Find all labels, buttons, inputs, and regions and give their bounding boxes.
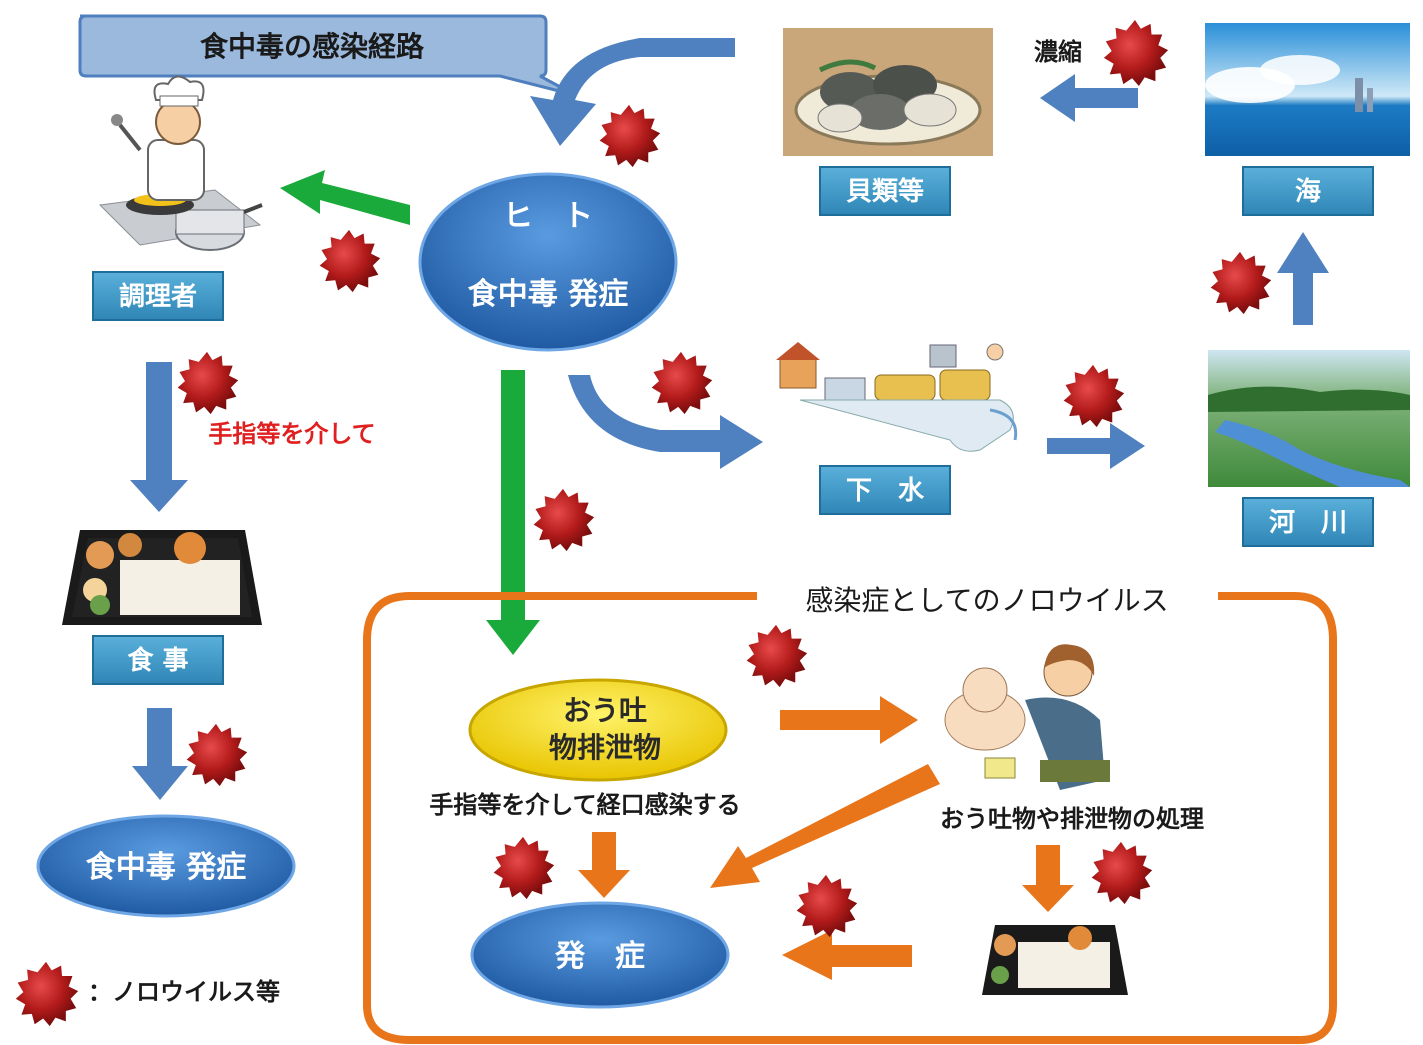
arrow-human-to-sewage: [568, 375, 763, 469]
caregiver-baby-illustration: [944, 644, 1110, 790]
vomit-label-line2: 物排泄物: [549, 731, 661, 764]
diagram-title: 食中毒の感染経路: [200, 30, 425, 63]
arrow-human-to-vomit: [486, 370, 540, 655]
legend-label: ：ノロウイルス等: [88, 978, 280, 1006]
norovirus-icon: [1063, 364, 1125, 428]
human-node: ヒ ト 食中毒 発症: [418, 172, 678, 352]
label-box-river: 河 川: [1242, 497, 1374, 547]
vomit-label-line1: おう吐: [563, 694, 647, 727]
arrow-river-to-sea: [1277, 232, 1329, 325]
bento-box-small-illustration: [982, 925, 1128, 995]
river-photo: [1208, 350, 1410, 487]
via-fingers-label: 手指等を介して: [208, 420, 375, 448]
svg-text:貝類等: 貝類等: [846, 176, 924, 207]
norovirus-icon: [319, 229, 381, 293]
norovirus-icon: [533, 488, 595, 552]
arrow-vomit-to-onset: [578, 832, 630, 898]
arrow-meal-to-onset: [132, 708, 188, 800]
svg-text:海: 海: [1295, 177, 1321, 207]
norovirus-icon: [651, 351, 713, 415]
concentrate-label: 濃縮: [1034, 38, 1082, 66]
arrow-shellfish-to-human: [530, 38, 735, 146]
label-box-sea: 海: [1242, 166, 1374, 216]
arrow-cook-to-meal: [130, 362, 188, 512]
svg-text:食 事: 食 事: [127, 645, 188, 676]
bento-box-illustration: [62, 530, 262, 625]
arrow-bento-to-onset: [782, 930, 912, 980]
arrow-handling-to-bento: [1022, 845, 1074, 912]
shellfish-photo: [783, 28, 993, 156]
blue-arrows: [130, 38, 1329, 800]
arrow-sea-to-shellfish: [1040, 74, 1138, 122]
arrow-caregiver-to-onset: [710, 764, 940, 888]
label-box-sewage: 下 水: [819, 465, 951, 515]
norovirus-icon: [1091, 841, 1153, 905]
human-onset-label: 食中毒 発症: [468, 277, 628, 312]
food-poisoning-onset-label: 食中毒 発症: [86, 850, 246, 885]
sewage-plant-illustration: [776, 342, 1018, 452]
svg-text:調理者: 調理者: [119, 281, 197, 312]
norovirus-icon: [1103, 19, 1169, 87]
norovirus-icon: [493, 836, 555, 900]
norovirus-icon: [1210, 251, 1272, 315]
arrow-human-to-cook: [280, 170, 410, 225]
norovirus-icon: [746, 624, 808, 688]
label-box-meal: 食 事: [92, 635, 224, 685]
green-arrows: [280, 170, 540, 655]
onset-node: 発 症: [470, 901, 730, 1009]
orange-arrows: [578, 696, 1074, 980]
svg-text:河 川: 河 川: [1269, 508, 1347, 538]
norovirus-icon: [186, 723, 248, 787]
svg-text:下 水: 下 水: [846, 476, 925, 506]
legend-norovirus-icon: [15, 961, 79, 1027]
food-poisoning-onset-node: 食中毒 発症: [36, 814, 296, 918]
label-box-cook: 調理者: [92, 271, 224, 321]
chef-illustration: [98, 75, 263, 251]
vomit-handling-label: おう吐物や排泄物の処理: [940, 805, 1204, 833]
label-box-shellfish: 貝類等: [819, 166, 951, 216]
norovirus-icon: [599, 104, 661, 168]
infection-box-title: 感染症としてのノロウイルス: [805, 584, 1168, 617]
arrow-sewage-to-river: [1047, 423, 1145, 469]
human-label: ヒ ト: [503, 199, 593, 234]
onset-label: 発 症: [554, 939, 645, 974]
sea-photo: [1205, 23, 1410, 156]
arrow-vomit-to-caregiver: [780, 696, 918, 744]
oral-infection-label: 手指等を介して経口感染する: [429, 791, 740, 819]
vomit-excrement-node: おう吐 物排泄物: [468, 678, 728, 782]
infection-disease-box: [363, 592, 1337, 1044]
norovirus-icon: [177, 351, 239, 415]
title-callout: 食中毒の感染経路: [78, 14, 576, 97]
norovirus-icon: [796, 874, 858, 938]
